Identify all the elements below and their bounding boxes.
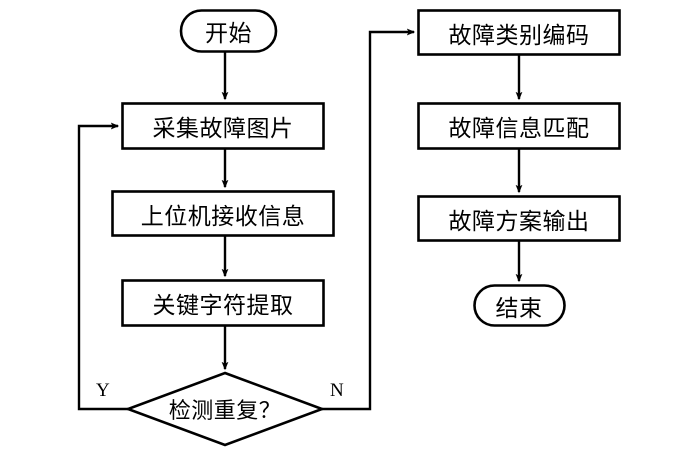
node-label-capture: 采集故障图片 [152,116,294,141]
node-shape-capture [121,102,325,150]
node-shape-extract [121,279,325,327]
node-label-end: 结束 [495,295,543,321]
node-label-receive: 上位机接收信息 [140,203,306,229]
edge-decision-yes-to-capture [77,122,128,411]
node-label-encode: 故障类别编码 [448,22,590,48]
node-shape-decision [124,371,326,447]
edge-label-no: N [330,380,344,401]
edge-label-yes: Y [96,380,110,401]
node-shape-match [417,102,621,150]
node-label-output: 故障方案输出 [448,208,590,234]
node-label-extract: 关键字符提取 [152,293,294,318]
node-label-start: 开始 [205,21,252,46]
node-shape-end [473,284,566,327]
node-shape-output [417,195,621,242]
node-shape-receive [111,190,335,237]
node-label-match: 故障信息匹配 [448,116,590,141]
edge-decision-no-to-encode [322,28,416,411]
node-shape-start [179,9,278,53]
node-label-decision: 检测重复？ [168,398,282,423]
